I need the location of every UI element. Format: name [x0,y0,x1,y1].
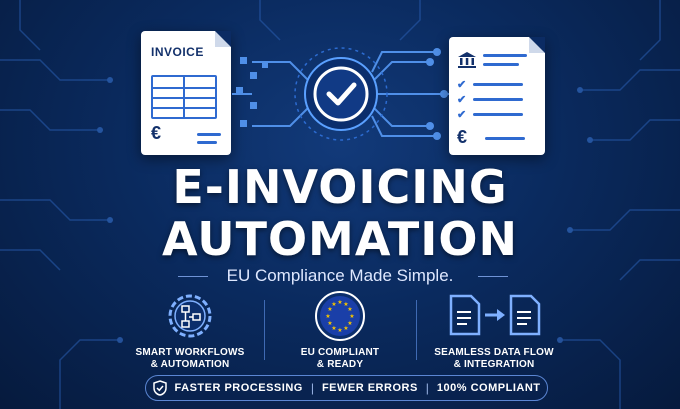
benefit-faster-processing: FASTER PROCESSING [174,382,303,394]
page-fold [215,31,231,47]
svg-text:★: ★ [343,301,348,308]
eu-flag-icon: ★★★ ★★★ ★★★ ★★★ [315,291,365,341]
text-line [483,63,519,66]
svg-text:★: ★ [347,320,352,327]
invoice-document-left: INVOICE € [141,31,231,155]
benefit-separator: | [425,381,429,395]
svg-text:★: ★ [343,325,348,332]
compliance-document-right: ✔ ✔ ✔ € [449,37,545,155]
svg-text:★: ★ [337,327,342,334]
feature-label: EU COMPLIANT [300,347,380,358]
invoice-table-icon [151,75,217,119]
svg-text:★: ★ [347,306,352,313]
headline-line2: AUTOMATION [162,212,518,266]
network-graphic [232,47,450,141]
checklist-line [473,113,523,116]
svg-text:★: ★ [331,325,336,332]
feature-label: & AUTOMATION [150,359,230,370]
amount-line [197,141,217,144]
check-icon: ✔ [457,94,467,106]
svg-text:★: ★ [325,313,330,320]
amount-line [197,133,221,136]
euro-symbol-left: € [151,123,162,143]
checklist-line [473,98,523,101]
feature-divider [416,300,417,360]
shield-check-icon [152,380,167,396]
svg-text:★: ★ [327,306,332,313]
benefit-100-compliant: 100% COMPLIANT [436,382,541,394]
check-icon: ✔ [457,79,467,91]
invoice-title: INVOICE [151,45,204,59]
benefit-separator: | [310,381,314,395]
data-flow-icon [449,294,541,336]
subtitle: EU Compliance Made Simple. [226,266,454,285]
benefits-bar: FASTER PROCESSING | FEWER ERRORS | 100% … [145,375,548,401]
page-fold [529,37,545,53]
feature-eu-compliant: ★★★ ★★★ ★★★ ★★★ EU COMPLIANT & READY [270,290,410,371]
feature-label: SEAMLESS DATA FLOW [434,347,554,358]
svg-text:★: ★ [337,299,342,306]
feature-data-flow: SEAMLESS DATA FLOW & INTEGRATION [424,290,564,371]
check-icon: ✔ [457,109,467,121]
workflow-gear-icon [168,294,212,338]
subtitle-rule-left [178,276,208,277]
benefit-fewer-errors: FEWER ERRORS [321,382,418,394]
feature-label: & INTEGRATION [453,359,535,370]
svg-text:★: ★ [327,320,332,327]
subtitle-rule-right [478,276,508,277]
feature-divider [264,300,265,360]
svg-text:★: ★ [331,301,336,308]
headline-line1: E-INVOICING [172,160,508,214]
amount-line [485,137,525,140]
euro-symbol-right: € [457,127,468,147]
svg-text:★: ★ [349,313,354,320]
feature-label: SMART WORKFLOWS [135,347,245,358]
checklist-line [473,83,523,86]
feature-label: & READY [316,359,364,370]
text-line [483,54,527,57]
bank-building-icon [458,52,476,68]
feature-smart-workflows: SMART WORKFLOWS & AUTOMATION [120,290,260,371]
